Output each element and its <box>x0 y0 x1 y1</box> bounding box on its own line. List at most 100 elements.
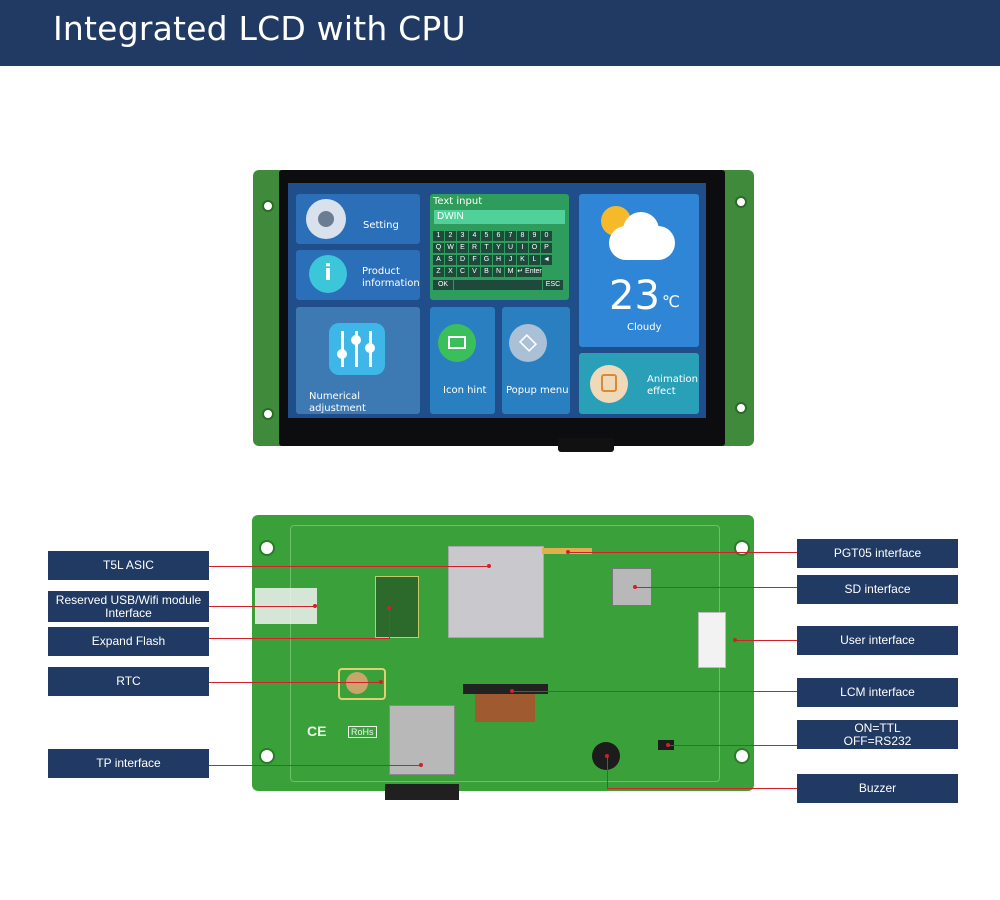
numerical-label: Numerical adjustment <box>309 391 366 414</box>
leader-dot <box>633 585 637 589</box>
key: 1 <box>433 231 444 241</box>
key: N <box>493 267 504 277</box>
slider-icon <box>329 323 385 375</box>
callout-t5l-asic: T5L ASIC <box>48 551 209 580</box>
key: L <box>529 255 540 265</box>
gear-icon <box>306 199 346 239</box>
key: 0 <box>541 231 552 241</box>
mount-hole <box>259 748 275 764</box>
icon-hint-tile: Icon hint <box>430 307 495 414</box>
weather-tile: 23 ℃ Cloudy <box>579 194 699 347</box>
leader-line <box>209 606 315 607</box>
key: 5 <box>481 231 492 241</box>
key: O <box>529 243 540 253</box>
lcm-connector <box>463 684 548 694</box>
leader-dot <box>605 754 609 758</box>
product-info-tile: i Product information <box>296 250 420 300</box>
leader-dot <box>510 689 514 693</box>
key: U <box>505 243 516 253</box>
key: A <box>433 255 444 265</box>
leader-line <box>209 765 421 766</box>
weather-label: Cloudy <box>627 322 662 333</box>
key: 3 <box>457 231 468 241</box>
numerical-tile: Numerical adjustment <box>296 307 420 414</box>
key: R <box>469 243 480 253</box>
esc-key: ESC <box>543 280 563 290</box>
key: D <box>457 255 468 265</box>
key: M <box>505 267 516 277</box>
callout-pgt05: PGT05 interface <box>797 539 958 568</box>
leader-dot <box>566 550 570 554</box>
leader-dot <box>733 638 737 642</box>
mount-hole <box>262 408 274 420</box>
setting-label: Setting <box>363 220 399 231</box>
icon-hint-label: Icon hint <box>443 385 487 396</box>
popup-menu-label: Popup menu <box>506 385 569 396</box>
key: J <box>505 255 516 265</box>
lcd-screen: Setting i Product information Text input… <box>288 183 706 418</box>
rtc-battery-outline <box>338 668 386 700</box>
key: Z <box>433 267 444 277</box>
flash-chip <box>375 576 419 638</box>
leader-line <box>209 566 489 567</box>
key: E <box>457 243 468 253</box>
key: 4 <box>469 231 480 241</box>
mount-hole <box>735 196 747 208</box>
callout-sd: SD interface <box>797 575 958 604</box>
leader-line <box>607 788 797 789</box>
animation-label: Animation effect <box>647 374 698 397</box>
key: F <box>469 255 480 265</box>
key: W <box>445 243 456 253</box>
key: 8 <box>517 231 528 241</box>
leader-line <box>607 756 608 788</box>
key: 2 <box>445 231 456 241</box>
title-banner: Integrated LCD with CPU <box>0 0 1000 66</box>
ok-key: OK <box>433 280 453 290</box>
window-icon <box>438 324 476 362</box>
setting-tile: Setting <box>296 194 420 244</box>
t5l-asic-chip <box>448 546 544 638</box>
animation-tile: Animation effect <box>579 353 699 414</box>
callout-rtc: RTC <box>48 667 209 696</box>
leader-dot <box>666 743 670 747</box>
space-key <box>454 280 542 290</box>
leader-line <box>668 745 797 746</box>
key: 7 <box>505 231 516 241</box>
callout-buzzer: Buzzer <box>797 774 958 803</box>
leader-dot <box>379 680 383 684</box>
temperature-unit: ℃ <box>662 292 680 311</box>
leader-line <box>209 638 389 639</box>
layers-icon <box>509 324 547 362</box>
temperature-value: 23 <box>609 273 660 319</box>
leader-line <box>389 608 390 639</box>
leader-line <box>735 640 797 641</box>
key: G <box>481 255 492 265</box>
enter-key: ↵ Enter <box>517 267 542 277</box>
callout-tp-interface: TP interface <box>48 749 209 778</box>
leader-line <box>635 587 797 588</box>
mount-hole <box>735 402 747 414</box>
leader-line <box>209 682 381 683</box>
leader-dot <box>387 606 391 610</box>
text-input-header: Text input <box>433 196 483 207</box>
text-input-field: DWIN <box>434 210 565 224</box>
key: 6 <box>493 231 504 241</box>
keyboard-row: OK ESC <box>433 280 563 290</box>
fpc-connector <box>558 438 614 452</box>
rohs-mark: RoHs <box>348 726 377 738</box>
mount-hole <box>259 540 275 556</box>
callout-lcm: LCM interface <box>797 678 958 707</box>
key: P <box>541 243 552 253</box>
leader-line <box>568 552 797 553</box>
key: V <box>469 267 480 277</box>
key: T <box>481 243 492 253</box>
touch-icon <box>590 365 628 403</box>
key: X <box>445 267 456 277</box>
popup-menu-tile: Popup menu <box>502 307 570 414</box>
leader-dot <box>419 763 423 767</box>
key: I <box>517 243 528 253</box>
